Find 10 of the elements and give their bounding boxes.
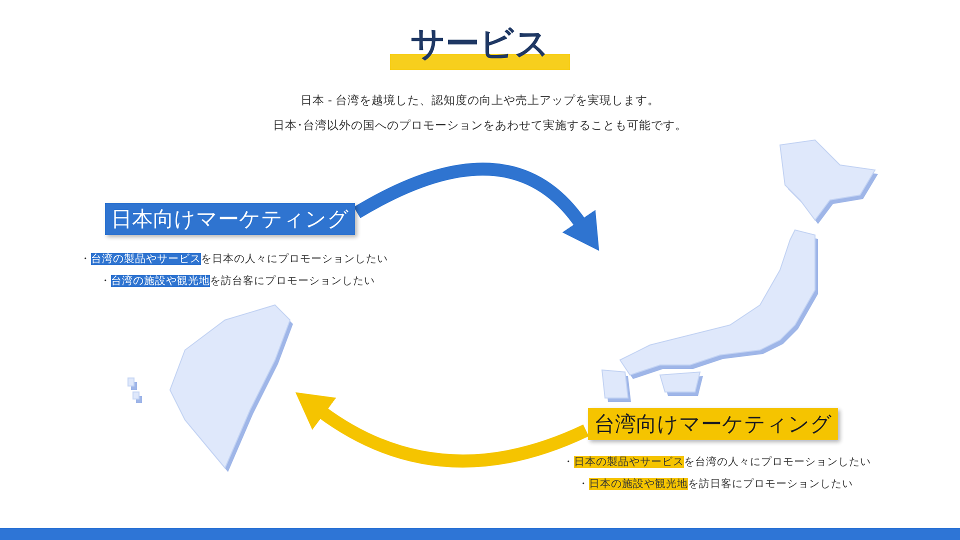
- curved-arrow: [354, 162, 601, 250]
- heading-label: 台湾向けマーケティング: [588, 408, 838, 440]
- bullet-text: ・日本の施設や観光地を訪日客にプロモーションしたい: [578, 477, 853, 491]
- bullet-text: ・台湾の製品やサービスを日本の人々にプロモーションしたい: [80, 252, 388, 266]
- subtitle-text: 日本 - 台湾を越境した、認知度の向上や売上アップを実現します。: [299, 93, 661, 108]
- bullet-text: ・台湾の施設や観光地を訪台客にプロモーションしたい: [100, 274, 375, 288]
- subtitle-text: 日本･台湾以外の国へのプロモーションをあわせて実施することも可能です。: [272, 118, 688, 133]
- heading-label: 日本向けマーケティング: [105, 203, 355, 235]
- bullet-text: ・日本の製品やサービスを台湾の人々にプロモーションしたい: [563, 455, 871, 469]
- curved-arrow: [294, 393, 589, 468]
